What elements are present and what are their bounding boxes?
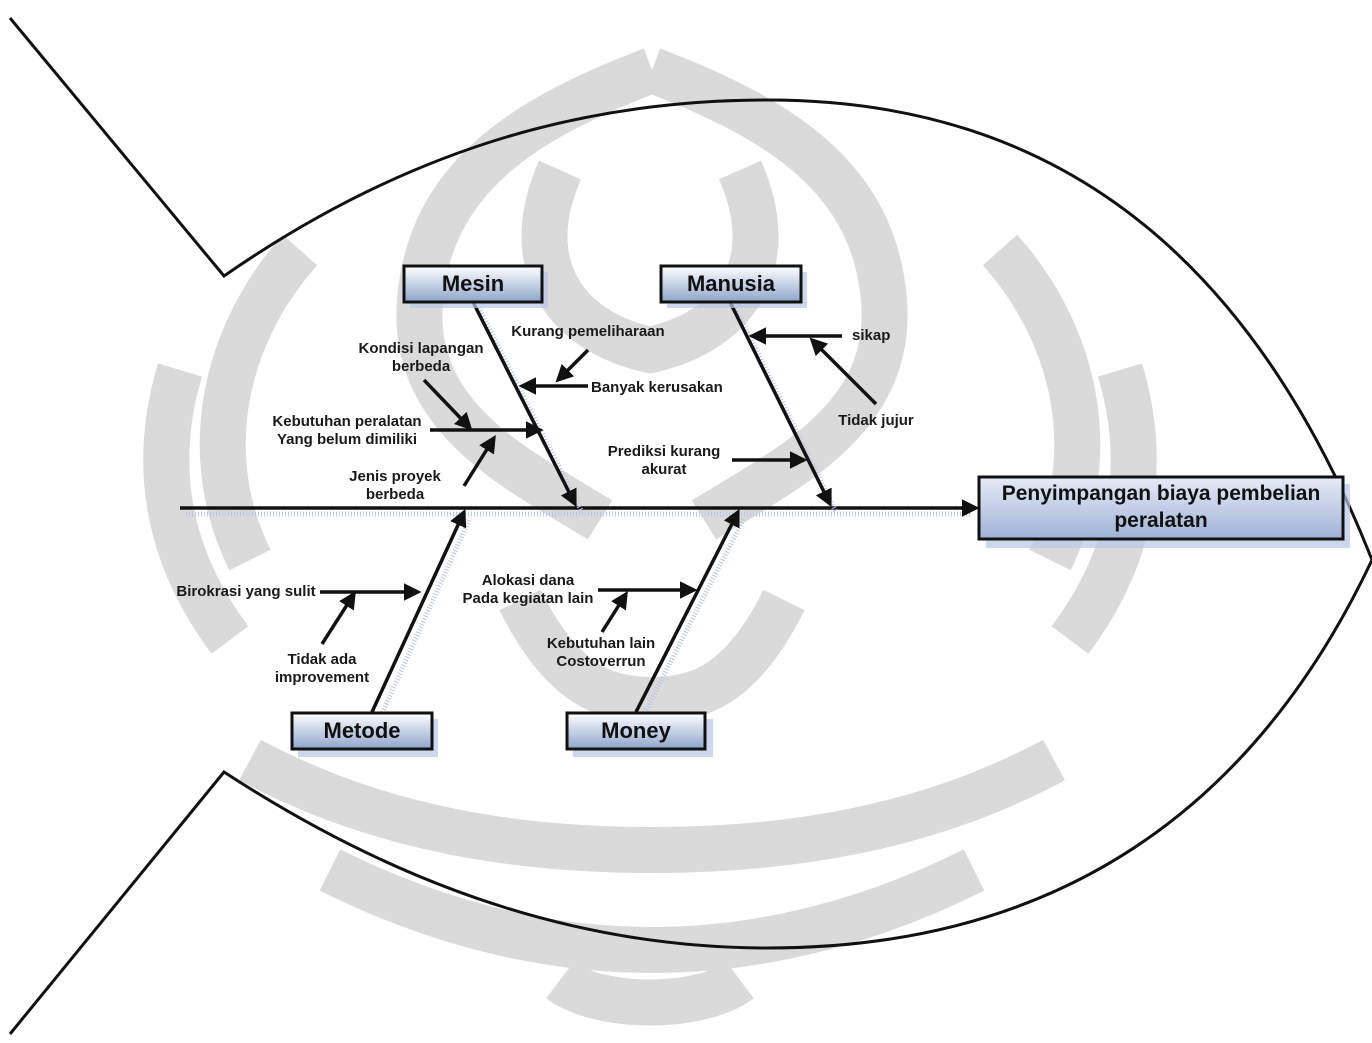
category-metode-label: Metode	[324, 718, 401, 743]
watermark-emblem	[143, 48, 1157, 1026]
manusia-bone	[728, 301, 832, 508]
cause-banyak-kerusakan: Banyak kerusakan	[591, 379, 723, 396]
cause-kondisi-lapangan-1: Kondisi lapangan	[358, 340, 483, 357]
arrow-jenis-proyek	[462, 435, 496, 487]
effect-line-2: peralatan	[1114, 509, 1207, 532]
category-metode: Metode	[290, 711, 438, 757]
metode-bone	[370, 508, 467, 713]
cause-kebutuhan-lain-2: Costoverrun	[556, 653, 645, 670]
cause-jenis-proyek-1: Jenis proyek	[349, 468, 441, 485]
cause-prediksi-kurang-2: akurat	[641, 461, 686, 478]
cause-sikap: sikap	[852, 327, 890, 344]
metode-bone-shadow	[377, 516, 473, 720]
cause-alokasi-dana-2: Pada kegiatan lain	[463, 590, 594, 607]
cause-kebutuhan-peralatan-2: Yang belum dimiliki	[277, 431, 417, 448]
cause-birokrasi: Birokrasi yang sulit	[176, 583, 315, 600]
arrow-kurang-pemeliharaan	[555, 348, 590, 383]
category-manusia: Manusia	[659, 264, 807, 308]
arrow-kondisi-lapangan	[422, 378, 473, 431]
category-mesin: Mesin	[402, 264, 548, 308]
cause-kurang-pemeliharaan: Kurang pemeliharaan	[511, 323, 664, 340]
cause-jenis-proyek-2: berbeda	[366, 486, 425, 503]
cause-tidak-ada-2: improvement	[275, 669, 369, 686]
category-manusia-label: Manusia	[687, 271, 776, 296]
category-money: Money	[565, 711, 713, 757]
arrow-tidak-ada-improvement	[320, 591, 356, 645]
cause-kondisi-lapangan-2: berbeda	[392, 358, 451, 375]
effect-line-1: Penyimpangan biaya pembelian	[1002, 482, 1321, 505]
arrow-tidak-jujur	[809, 337, 878, 406]
category-money-label: Money	[601, 718, 671, 743]
cause-tidak-jujur: Tidak jujur	[838, 412, 914, 429]
cause-kebutuhan-lain-1: Kebutuhan lain	[547, 635, 655, 652]
category-mesin-label: Mesin	[442, 271, 504, 296]
cause-prediksi-kurang-1: Prediksi kurang	[608, 443, 721, 460]
mesin-bone	[471, 301, 577, 508]
arrow-kebutuhan-lain	[600, 591, 628, 633]
cause-tidak-ada-1: Tidak ada	[288, 651, 358, 668]
cause-alokasi-dana-1: Alokasi dana	[482, 572, 575, 589]
manusia-bone-shadow	[733, 306, 839, 514]
cause-kebutuhan-peralatan-1: Kebutuhan peralatan	[272, 413, 421, 430]
money-bone	[634, 508, 740, 713]
mesin-bone-shadow	[476, 306, 585, 514]
effect-box: Penyimpangan biaya pembelian peralatan	[977, 475, 1350, 548]
